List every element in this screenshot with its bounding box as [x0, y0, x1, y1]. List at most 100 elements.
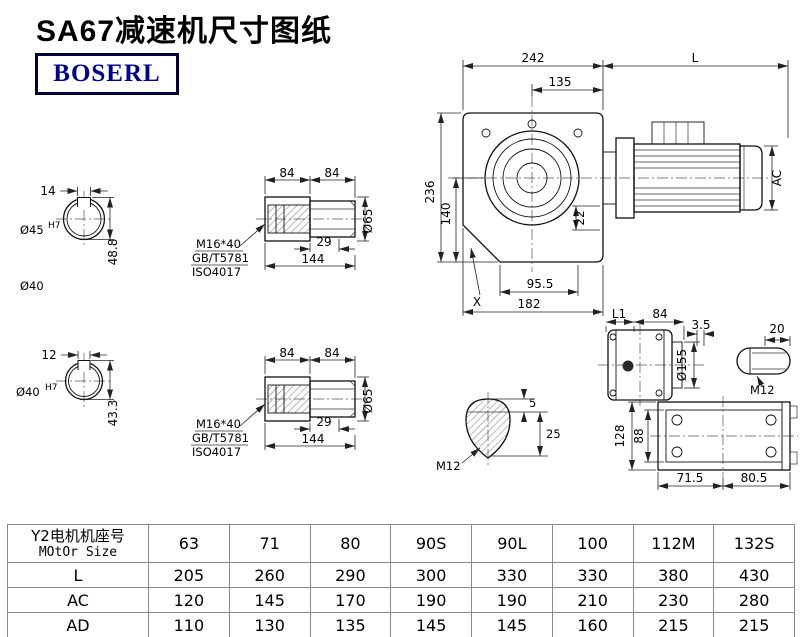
col-71: 71: [228, 524, 311, 563]
label-std1-a: GB/T5781: [192, 251, 249, 265]
motor-size-table: Y2电机机座号 MOtOr Size 63 71 80 90S 90L 100 …: [7, 524, 795, 637]
dim-84-side: 84: [652, 307, 667, 321]
cell-ad-4: 145: [471, 612, 553, 637]
dim-84-b1: 84: [279, 346, 294, 360]
dim-22: 22: [573, 210, 587, 225]
dim-dia65-a: Ø65: [361, 209, 375, 234]
dim-5: 5: [529, 396, 536, 410]
cell-ad-3: 145: [390, 612, 472, 637]
view-plug-detail: 5 25 M12: [436, 389, 561, 473]
dim-dia155: Ø155: [675, 349, 689, 381]
motor-size-header-cell: Y2电机机座号 MOtOr Size: [7, 524, 149, 563]
row-label-ad: AD: [7, 612, 149, 637]
col-112m: 112M: [632, 524, 715, 563]
cell-ad-5: 160: [551, 612, 634, 637]
label-bolt-a: M16*40: [196, 237, 241, 251]
view-bottom-mount: 128 88 71.5 80.5: [613, 396, 798, 490]
cell-ad-7: 215: [713, 612, 795, 637]
label-dia-40-note: Ø40: [20, 279, 44, 293]
dim-715: 71.5: [677, 471, 704, 485]
dim-140: 140: [439, 203, 453, 226]
dim-135: 135: [549, 75, 572, 89]
table-row-ad: AD 110 130 135 145 145 160 215 215: [7, 612, 795, 637]
view-shaft-section-40: 12 Ø40 H7 43.3: [16, 348, 120, 426]
table-row-l: L 205 260 290 300 330 330 380 430: [7, 562, 795, 588]
dim-128: 128: [613, 425, 627, 448]
brand-logo: BOSERL: [36, 54, 178, 94]
page-title: SA67减速机尺寸图纸: [36, 15, 333, 48]
table-row-ac: AC 120 145 170 190 190 210 230 280: [7, 587, 795, 613]
dim-242: 242: [522, 51, 545, 65]
table-header-row: Y2电机机座号 MOtOr Size 63 71 80 90S 90L 100 …: [7, 524, 795, 563]
dim-keywidth-14: 14: [40, 184, 55, 198]
view-side-flange: L1 84 Ø155 3.5 20 M12: [598, 307, 791, 406]
dim-144-a: 144: [302, 252, 325, 266]
dim-keyheight-488: 48.8: [106, 239, 120, 266]
dim-29-b: 29: [316, 415, 331, 429]
cell-ac-0: 120: [148, 587, 230, 613]
dim-25: 25: [546, 427, 561, 441]
cell-ac-4: 190: [471, 587, 553, 613]
label-mark-x: X: [473, 295, 481, 309]
dim-236: 236: [423, 181, 437, 204]
dim-805: 80.5: [741, 471, 768, 485]
cell-ad-2: 135: [309, 612, 392, 637]
cell-l-4: 330: [471, 562, 553, 588]
dim-keywidth-12: 12: [41, 348, 56, 362]
cell-l-0: 205: [148, 562, 230, 588]
cell-ac-7: 280: [713, 587, 795, 613]
label-std2-b: ISO4017: [192, 445, 241, 459]
cell-ac-1: 145: [228, 587, 311, 613]
label-bolt-b: M16*40: [196, 417, 241, 431]
dim-keyheight-433: 43.3: [106, 400, 120, 427]
label-dia-45: Ø45: [20, 223, 44, 237]
view-front-gearbox-motor: 242 L 135 236 140 22 X 95.5 182: [423, 51, 789, 316]
cell-ac-2: 170: [309, 587, 392, 613]
col-80: 80: [309, 524, 392, 563]
row-label-ac: AC: [7, 587, 149, 613]
dim-20: 20: [769, 322, 784, 336]
col-100: 100: [551, 524, 634, 563]
dim-29-a: 29: [316, 235, 331, 249]
dim-144-b: 144: [302, 432, 325, 446]
col-63: 63: [148, 524, 230, 563]
dim-955: 95.5: [527, 277, 554, 291]
label-m12-side: M12: [750, 383, 775, 397]
brand-logo-text: BOSERL: [53, 60, 161, 87]
label-dia-40: Ø40: [16, 385, 40, 399]
cell-l-3: 300: [390, 562, 472, 588]
dim-182: 182: [518, 297, 541, 311]
cell-l-6: 380: [632, 562, 715, 588]
cell-ac-6: 230: [632, 587, 715, 613]
dim-dia65-b: Ø65: [361, 389, 375, 414]
cell-l-7: 430: [713, 562, 795, 588]
view-output-shaft-upper: 84 84 29 144 Ø65 M16*40 GB/T5781 ISO4017: [191, 166, 375, 279]
dim-84-a2: 84: [324, 166, 339, 180]
label-tol-h7-b: H7: [45, 383, 58, 393]
dim-35: 3.5: [691, 318, 710, 332]
dim-motor-dia-ac: AC: [770, 170, 784, 186]
cell-ad-0: 110: [148, 612, 230, 637]
cell-ad-1: 130: [228, 612, 311, 637]
dim-84-b2: 84: [324, 346, 339, 360]
cell-ac-3: 190: [390, 587, 472, 613]
dim-84-a1: 84: [279, 166, 294, 180]
row-label-l: L: [7, 562, 149, 588]
cell-ad-6: 215: [632, 612, 715, 637]
dim-88: 88: [632, 428, 646, 443]
col-90l: 90L: [471, 524, 553, 563]
cell-l-2: 290: [309, 562, 392, 588]
label-m12-plug: M12: [436, 459, 461, 473]
label-tol-h7-a: H7: [48, 221, 61, 231]
view-shaft-section-45: 14 Ø45 H7 48.8 Ø40: [20, 184, 120, 293]
view-output-shaft-lower: 84 84 29 144 Ø65 M16*40 GB/T5781 ISO4017: [191, 346, 375, 459]
motor-size-label-en: MOtOr Size: [38, 544, 118, 560]
cell-l-5: 330: [551, 562, 634, 588]
cell-ac-5: 210: [551, 587, 634, 613]
technical-drawing: 14 Ø45 H7 48.8 Ø40 12 Ø40 H7 43: [16, 51, 798, 490]
label-std2-a: ISO4017: [192, 265, 241, 279]
dim-l1: L1: [612, 307, 626, 321]
cell-l-1: 260: [228, 562, 311, 588]
dim-motor-length-l: L: [692, 51, 699, 65]
